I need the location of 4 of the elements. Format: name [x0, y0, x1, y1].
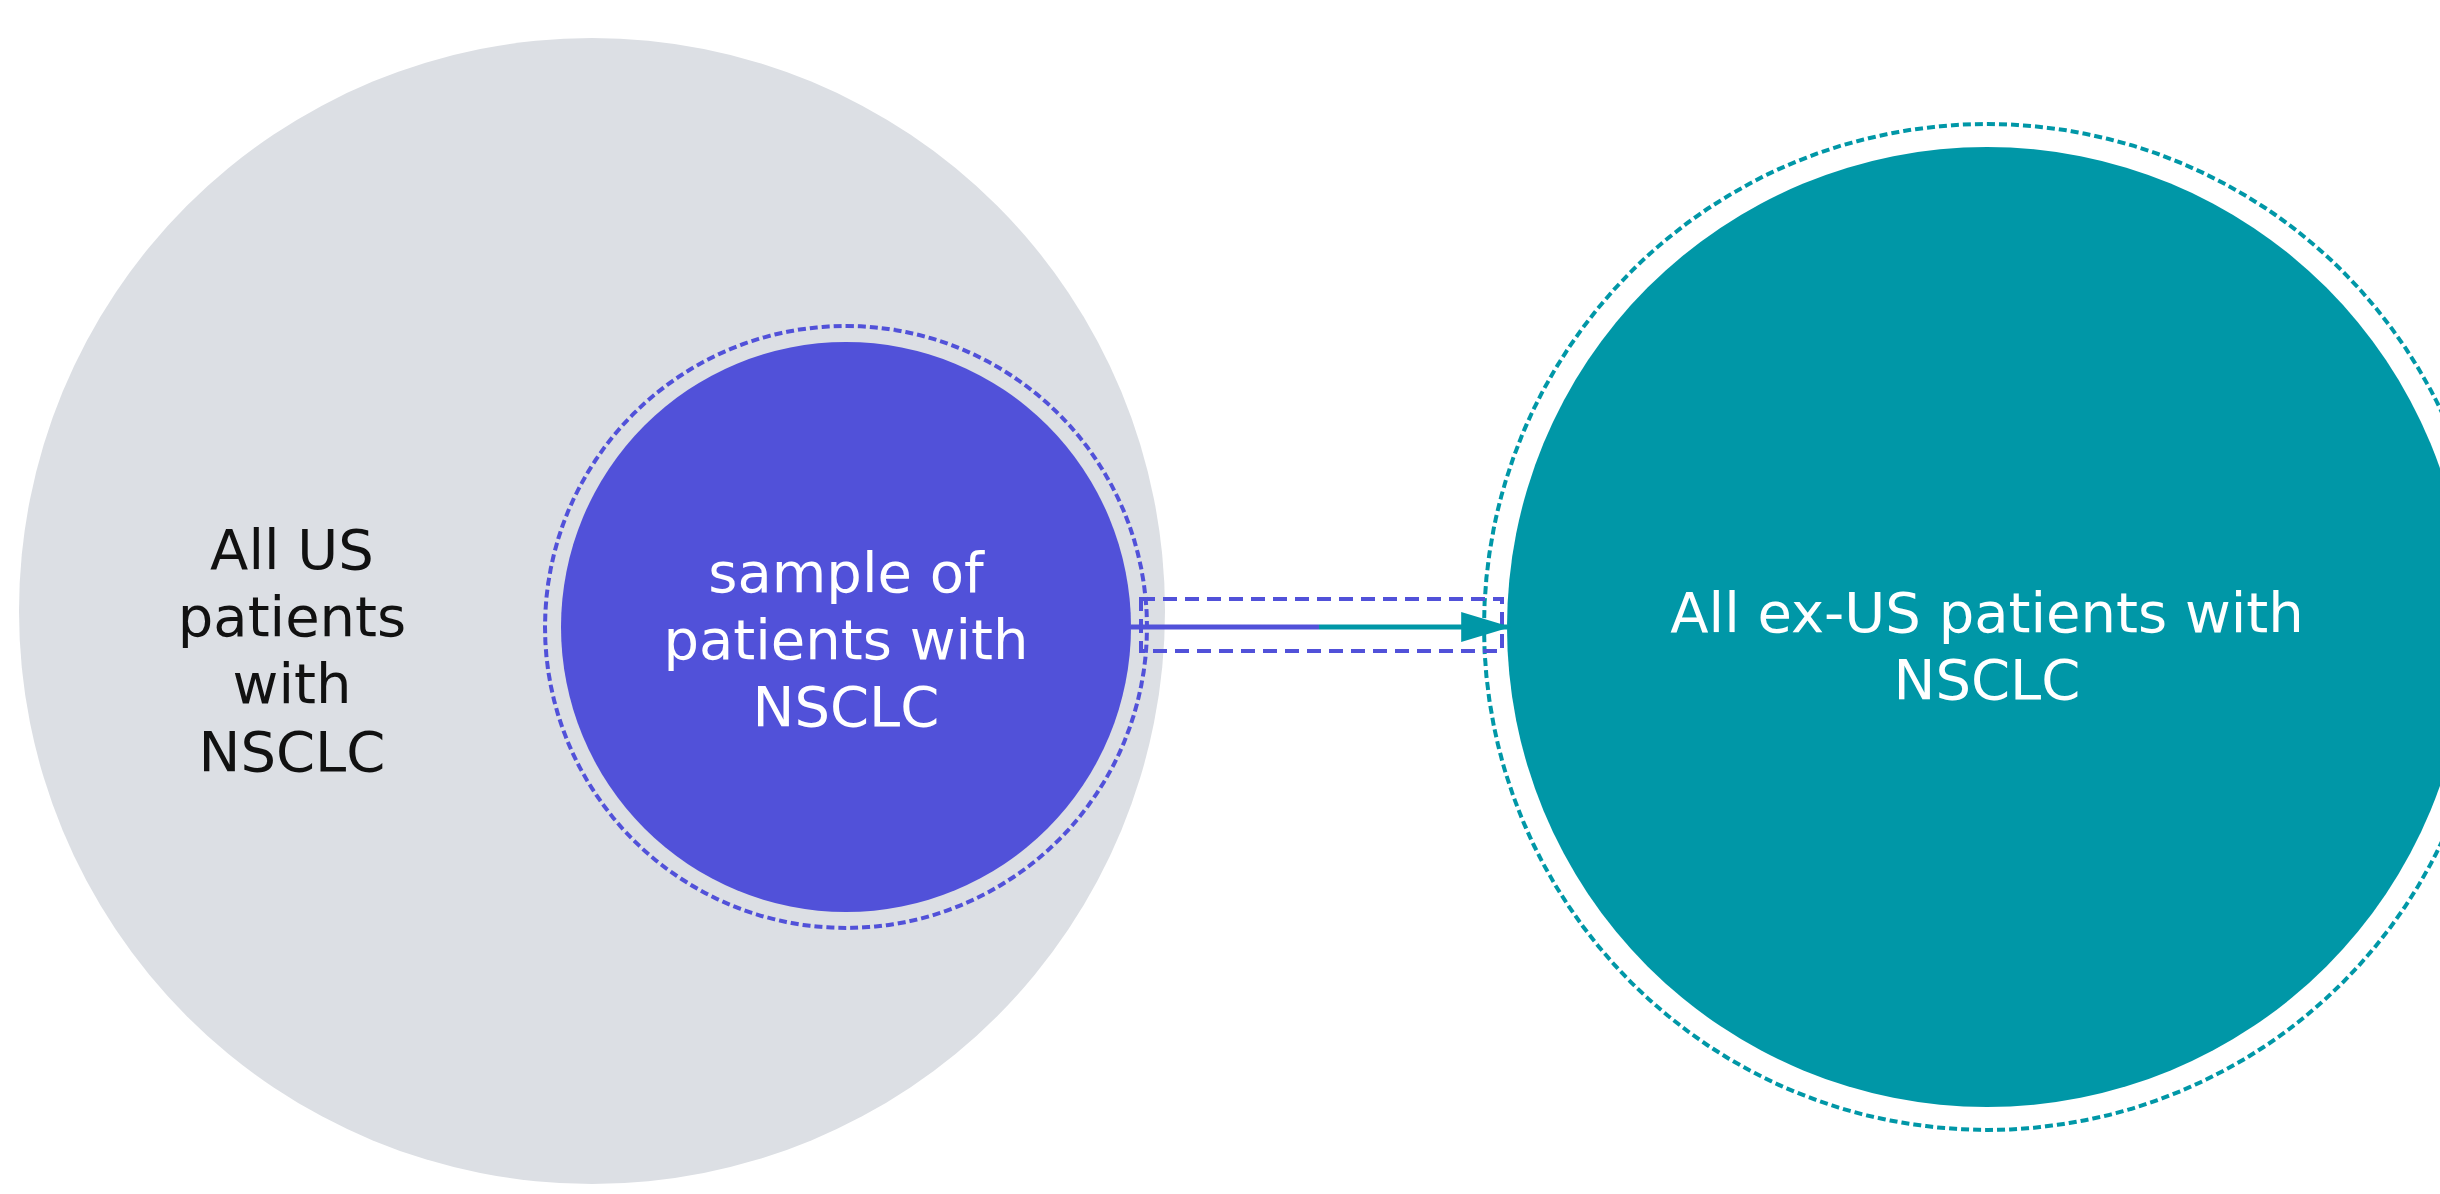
arrow — [1131, 612, 1510, 642]
circle-label: sample of patients with NSCLC — [662, 539, 1030, 741]
circle-label: All US patients with NSCLC — [176, 515, 408, 785]
circle-label: All ex-US patients with NSCLC — [1669, 578, 2305, 714]
